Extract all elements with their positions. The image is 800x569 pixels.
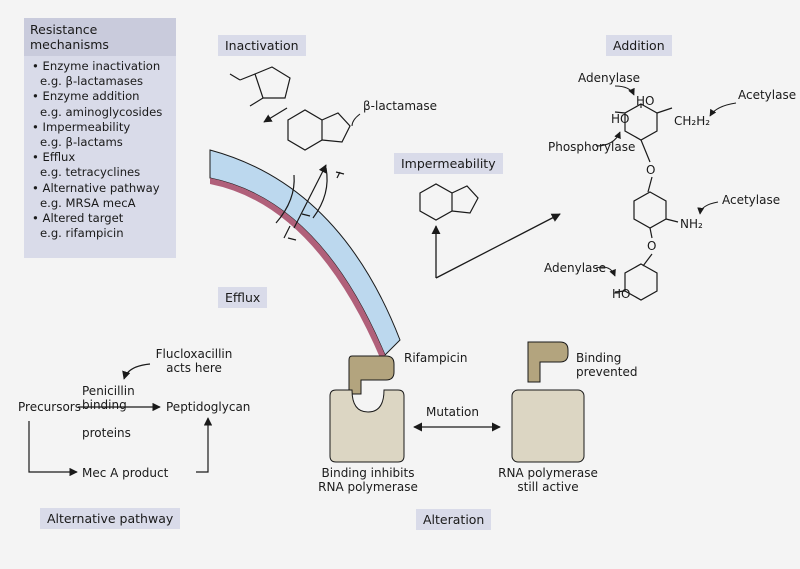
beta-lactam-intact (287, 109, 351, 151)
section-alteration: Alteration (416, 509, 492, 530)
enzyme-pointer (351, 113, 361, 127)
acetylase-top-label: Acetylase (738, 88, 797, 102)
adenylase-bottom-label: Adenylase (544, 261, 607, 275)
adenylase-top-label: Adenylase (578, 71, 641, 85)
rifampicin-label: Rifampicin (404, 351, 468, 365)
section-efflux: Efflux (218, 287, 268, 308)
impermeability-arrow-out (435, 213, 561, 279)
beta-lactam-broken (229, 66, 291, 107)
o-bottom-label: O (647, 239, 657, 253)
inactivation-arrow (263, 107, 288, 123)
mechanisms-panel: Resistance mechanisms • Enzyme inactivat… (24, 18, 176, 258)
ch2h2-label: CH₂H₂ (674, 114, 711, 128)
efflux-channel (275, 164, 345, 241)
section-alternative-pathway: Alternative pathway (40, 508, 181, 529)
phosphorylase-label: Phosphorylase (548, 140, 636, 154)
nh2-label: NH₂ (680, 217, 703, 231)
precursors-label: Precursors (18, 400, 81, 414)
impermeability-molecule (419, 183, 479, 221)
rifampicin-blocked (527, 341, 569, 383)
ho-left-label: HO (611, 112, 630, 126)
rifampicin-molecule (348, 355, 395, 395)
mec-a-label: Mec A product (82, 466, 169, 480)
pbp-proteins-label: proteins (82, 426, 131, 440)
beta-lactamase-label: β-lactamase (363, 99, 438, 113)
acetylase-mid-label: Acetylase (722, 193, 781, 207)
peptidoglycan-label: Peptidoglycan (166, 400, 251, 414)
mutation-label: Mutation (426, 405, 480, 419)
section-inactivation: Inactivation (218, 35, 306, 56)
section-impermeability: Impermeability (394, 153, 503, 174)
rna-polymerase-bound (329, 389, 405, 463)
ho-top-label: HO (636, 94, 655, 108)
ho-bottom-label: HO (612, 287, 631, 301)
o-top-label: O (646, 163, 656, 177)
aminoglycoside-structure (614, 103, 679, 301)
rna-polymerase-mutated (511, 389, 585, 463)
cell-membrane (209, 149, 401, 360)
pathway-arrows (28, 363, 213, 477)
section-addition: Addition (606, 35, 672, 56)
mechanisms-title: Resistance mechanisms (24, 18, 176, 56)
addition-pointers (595, 85, 737, 277)
